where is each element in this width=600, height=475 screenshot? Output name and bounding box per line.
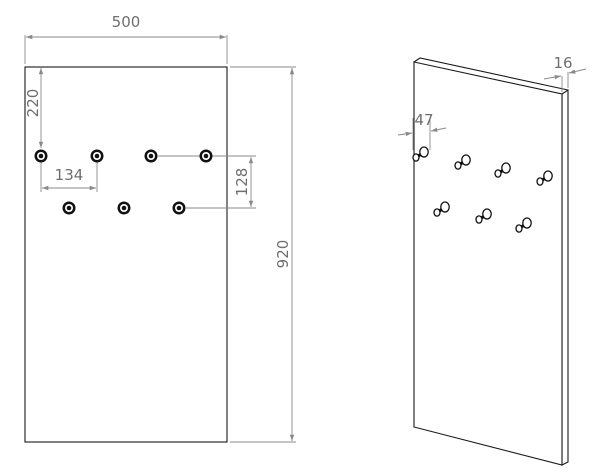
front-hook [144,149,158,163]
perspective-hook [433,201,450,217]
front-hook [172,201,186,215]
perspective-hook [412,146,429,162]
perspective-hook [536,170,553,186]
perspective-view: 16 47 [397,54,587,466]
front-panel-outline [24,66,228,443]
perspective-panel-outline [413,61,563,466]
perspective-hook [454,154,471,170]
front-view: 500 920 220 134 128 [24,13,296,443]
row-spacing-dimension-label: 128 [233,168,251,197]
front-hook [90,149,104,163]
front-hook [117,201,131,215]
perspective-hook [494,162,511,178]
edge-offset-dimension-label: 47 [414,111,433,129]
panel-thickness-face [561,88,569,466]
front-hook [34,149,48,163]
edge-offset-arrow-right [430,127,447,132]
panel-top-edge [413,57,569,91]
perspective-hook [515,217,532,233]
width-dimension-label: 500 [112,13,141,31]
thickness-arrow-left [543,74,562,80]
height-dimension-label: 920 [274,240,292,269]
perspective-hook [475,208,492,224]
thickness-dimension-label: 16 [553,54,572,72]
top-offset-dimension-label: 220 [24,89,42,118]
thickness-arrow-right [568,68,587,74]
edge-offset-arrow-left [397,131,413,137]
hook-spacing-dimension-label: 134 [55,166,84,184]
front-hook [199,149,213,163]
front-hook [62,201,76,215]
